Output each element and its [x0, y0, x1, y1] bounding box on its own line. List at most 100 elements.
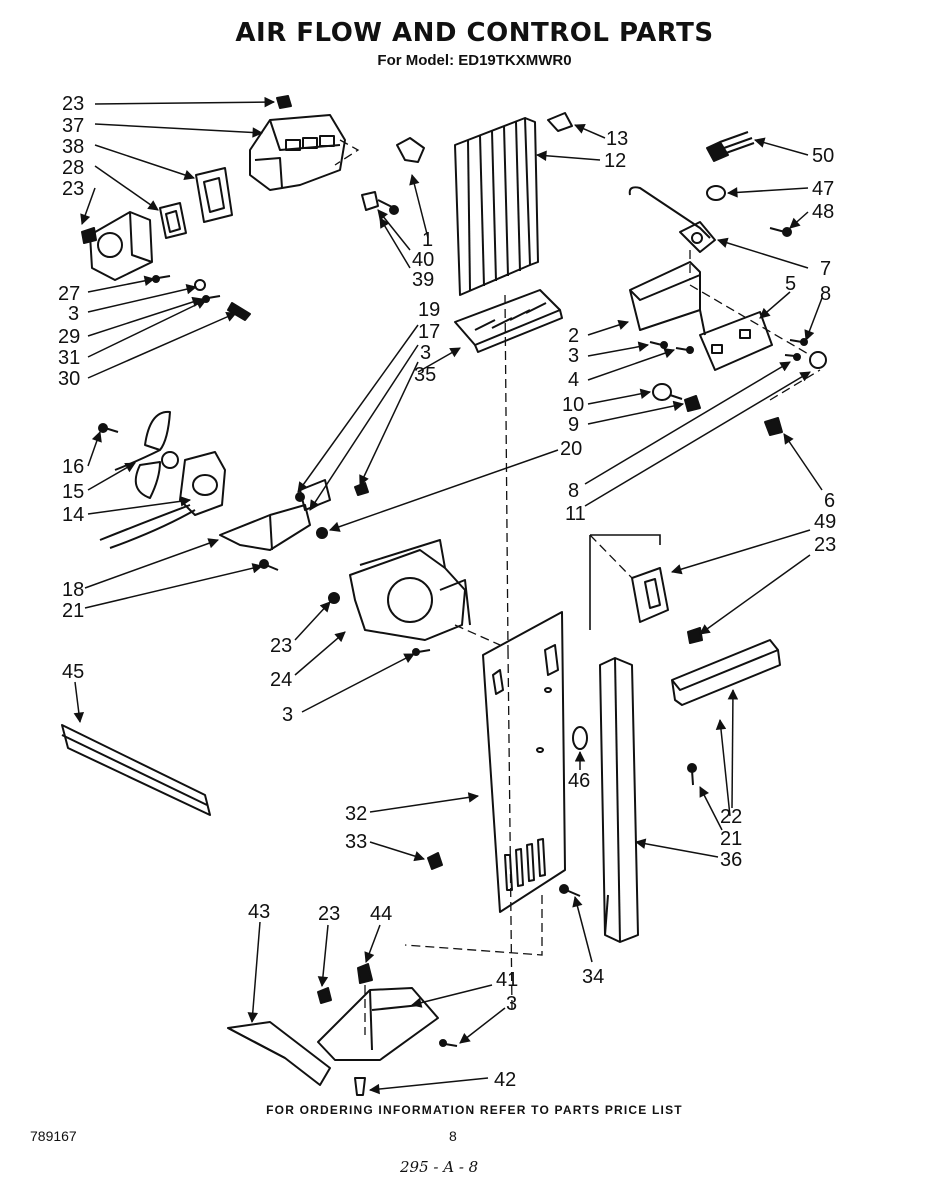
- light-bulb: [652, 383, 683, 401]
- control-knob: [809, 351, 827, 369]
- panel-fasteners: [427, 852, 581, 897]
- callout: 40: [412, 249, 434, 271]
- callout: 12: [604, 150, 626, 172]
- callout: 14: [62, 504, 84, 526]
- callout: 6: [824, 490, 835, 512]
- control-rod-bracket: [628, 186, 716, 253]
- trim-strip: [61, 724, 211, 816]
- callout: 45: [62, 661, 84, 683]
- motor-bracket: [219, 479, 331, 551]
- callout: 7: [820, 258, 831, 280]
- callout: 8: [568, 480, 579, 502]
- callout: 15: [62, 481, 84, 503]
- callout: 23: [814, 534, 836, 556]
- callout: 33: [345, 831, 367, 853]
- callout: 28: [62, 157, 84, 179]
- callout: 21: [62, 600, 84, 622]
- housing-fasteners: [317, 963, 458, 1096]
- callout: 11: [565, 503, 586, 525]
- channel: [671, 639, 781, 706]
- callout: 19: [418, 299, 440, 321]
- callout: 4: [568, 369, 579, 391]
- clip-nut-top: [276, 95, 292, 109]
- lamp-socket: [684, 395, 701, 412]
- bracket-screws: [649, 338, 808, 361]
- knob: [706, 185, 726, 201]
- callout: 43: [248, 901, 270, 923]
- callout: 13: [606, 128, 628, 150]
- callout: 18: [62, 579, 84, 601]
- callout: 8: [820, 283, 831, 305]
- air-grille: [454, 289, 563, 353]
- callout: 36: [720, 849, 742, 871]
- callout: 23: [62, 178, 84, 200]
- channel-fasteners: [687, 627, 703, 786]
- callout: 42: [494, 1069, 516, 1091]
- switch: [764, 417, 783, 436]
- outline-lines: [589, 534, 661, 630]
- callout: 1: [422, 229, 433, 251]
- callout: 38: [62, 136, 84, 158]
- callout: 20: [560, 438, 582, 460]
- callout: 21: [720, 828, 742, 850]
- rear-panel: [482, 611, 566, 913]
- callout: 50: [812, 145, 834, 167]
- callout: 10: [562, 394, 584, 416]
- fan-shroud: [349, 539, 471, 641]
- drain-housing: [317, 987, 439, 1061]
- callout: 3: [420, 342, 431, 364]
- callout: 3: [506, 993, 517, 1015]
- callout: 5: [785, 273, 796, 295]
- callout: 37: [62, 115, 84, 137]
- page-title: AIR FLOW AND CONTROL PARTS: [235, 18, 714, 48]
- callout: 3: [568, 345, 579, 367]
- callout: 23: [318, 903, 340, 925]
- callout: 16: [62, 456, 84, 478]
- callout: 39: [412, 269, 434, 291]
- callout: 23: [270, 635, 292, 657]
- page-number: 8: [449, 1128, 457, 1144]
- callout: 35: [414, 364, 436, 386]
- gasket: [195, 167, 233, 223]
- callout-numbers: 23 37 38 28 23 27 3 29 31 30 1 40 39 13 …: [58, 93, 836, 1091]
- callout: 27: [58, 283, 80, 305]
- document-number: 789167: [30, 1128, 77, 1144]
- callout: 48: [812, 201, 834, 223]
- callout: 44: [370, 903, 392, 925]
- small-gasket: [159, 202, 187, 239]
- fan-motor-assembly: [98, 410, 226, 549]
- knob-screw: [769, 227, 792, 237]
- air-duct: [454, 117, 539, 296]
- control-housing: [249, 114, 346, 191]
- handwritten-reference: 295 - A - 8: [400, 1158, 479, 1176]
- model-subtitle: For Model: ED19TKXMWR0: [377, 52, 572, 69]
- callout: 32: [345, 803, 367, 825]
- assembly-lines: [334, 139, 821, 1035]
- light-bracket: [629, 261, 773, 371]
- leader-lines: [73, 96, 823, 1095]
- callout: 30: [58, 368, 80, 390]
- callout: 9: [568, 414, 579, 436]
- callout: 17: [418, 321, 440, 343]
- callout: 23: [62, 93, 84, 115]
- air-deflector: [227, 1021, 331, 1086]
- callout: 3: [282, 704, 293, 726]
- thermistor: [706, 131, 755, 162]
- callout: 29: [58, 326, 80, 348]
- callout: 34: [582, 966, 604, 988]
- callout: 47: [812, 178, 834, 200]
- callout: 2: [568, 325, 579, 347]
- light-socket-parts: [361, 137, 425, 215]
- callout: 24: [270, 669, 292, 691]
- callout: 41: [496, 969, 518, 991]
- callout: 3: [68, 303, 79, 325]
- callout: 22: [720, 806, 742, 828]
- hinge-bracket: [631, 567, 669, 623]
- callout: 31: [58, 347, 80, 369]
- callout: 46: [568, 770, 590, 792]
- gasket-strip: [599, 657, 639, 943]
- bracket-small-parts: [259, 482, 369, 571]
- ordering-note: FOR ORDERING INFORMATION REFER TO PARTS …: [266, 1103, 683, 1117]
- callout: 49: [814, 511, 836, 533]
